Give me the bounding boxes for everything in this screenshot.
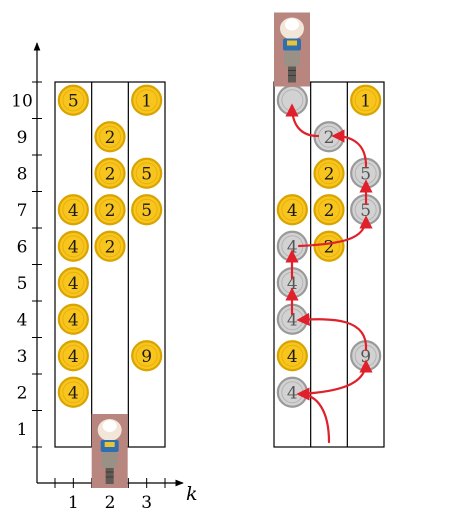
coin-value: 4 — [68, 310, 79, 330]
coin: 9 — [131, 340, 163, 372]
coin-value: 2 — [105, 201, 116, 221]
coin-value: 9 — [141, 347, 152, 367]
coin-value: 2 — [324, 164, 335, 184]
y-tick-label: 10 — [11, 91, 33, 111]
y-tick-label: 5 — [17, 274, 28, 294]
coin: 4 — [57, 194, 89, 226]
path-col1-row2-to-col3-row3 — [297, 359, 373, 396]
coin: 1 — [131, 84, 163, 116]
coin: 4 — [57, 230, 89, 262]
coin-value: 1 — [141, 91, 152, 111]
y-ticks: 1 2 3 4 5 6 7 8 9 10 — [11, 81, 42, 448]
coin: 4 — [57, 376, 89, 408]
coin-value: 5 — [360, 201, 371, 221]
coin-value: 4 — [287, 383, 298, 403]
coin: 4 — [57, 340, 89, 372]
coin-value: 1 — [360, 91, 371, 111]
coin: 4 — [57, 267, 89, 299]
coin-value: 4 — [68, 383, 79, 403]
right-coins: 1 2 2 5 4 2 5 4 2 4 4 4 9 4 — [276, 84, 382, 408]
coin: 2 — [313, 157, 345, 189]
coin-value: 2 — [105, 237, 116, 257]
coin-value: 4 — [287, 310, 298, 330]
coin-value: 4 — [68, 237, 79, 257]
coin: 2 — [94, 121, 126, 153]
robot-vacuum-icon — [274, 12, 310, 87]
coin-value: 2 — [324, 201, 335, 221]
coin: 4 — [57, 303, 89, 335]
coin-value: 4 — [287, 237, 298, 257]
coin-value: 5 — [360, 164, 371, 184]
coin-value: 2 — [324, 128, 335, 148]
coin-value: 2 — [105, 164, 116, 184]
right-grid-border — [273, 81, 385, 448]
coin-value: 4 — [287, 347, 298, 367]
y-tick-label: 2 — [17, 383, 28, 403]
collected-coin: 4 — [276, 376, 308, 408]
coin: 2 — [94, 157, 126, 189]
coin-value: 4 — [287, 201, 298, 221]
coin-value: 4 — [287, 274, 298, 294]
coin: 4 — [276, 340, 308, 372]
y-tick-label: 6 — [17, 237, 28, 257]
path-col3-row8-to-col2-row9 — [331, 129, 368, 168]
coin-value: 4 — [68, 274, 79, 294]
axes: k 1 2 3 1 2 3 4 5 6 7 8 9 10 — [11, 42, 198, 513]
coin: 5 — [131, 157, 163, 189]
path-col2-row9-to-col1-row10 — [285, 103, 320, 138]
coin-value: 2 — [105, 128, 116, 148]
coin: 2 — [94, 194, 126, 226]
x-tick-label: 3 — [141, 493, 152, 513]
x-tick-label: 2 — [105, 493, 116, 513]
coin-value: 4 — [68, 201, 79, 221]
y-tick-label: 8 — [17, 164, 28, 184]
coin-value: 5 — [141, 201, 152, 221]
coin: 2 — [94, 230, 126, 262]
coin: 5 — [131, 194, 163, 226]
y-tick-label: 3 — [17, 347, 28, 367]
coin-value: 5 — [141, 164, 152, 184]
x-tick-label: 1 — [68, 493, 79, 513]
y-tick-label: 4 — [17, 310, 28, 330]
coin: 4 — [276, 194, 308, 226]
coin: 5 — [57, 84, 89, 116]
coin: 2 — [313, 194, 345, 226]
path-col3-row3-to-col1-row4 — [296, 312, 368, 352]
coin-value: 9 — [360, 347, 371, 367]
y-tick-label: 1 — [17, 420, 28, 440]
coin: 2 — [313, 230, 345, 262]
left-coins: 5 1 2 2 5 4 2 5 4 2 4 4 4 9 4 — [57, 84, 163, 408]
robot-path — [285, 103, 373, 444]
path-col1-row6-to-col3-row7 — [297, 215, 373, 248]
coin-value: 2 — [324, 237, 335, 257]
coin-value: 5 — [68, 91, 79, 111]
robot-vacuum-icon — [91, 414, 128, 488]
y-tick-label: 7 — [17, 201, 28, 221]
coin: 1 — [350, 84, 382, 116]
y-tick-label: 9 — [17, 128, 28, 148]
coin-value: 4 — [68, 347, 79, 367]
x-axis-label: k — [186, 483, 198, 505]
